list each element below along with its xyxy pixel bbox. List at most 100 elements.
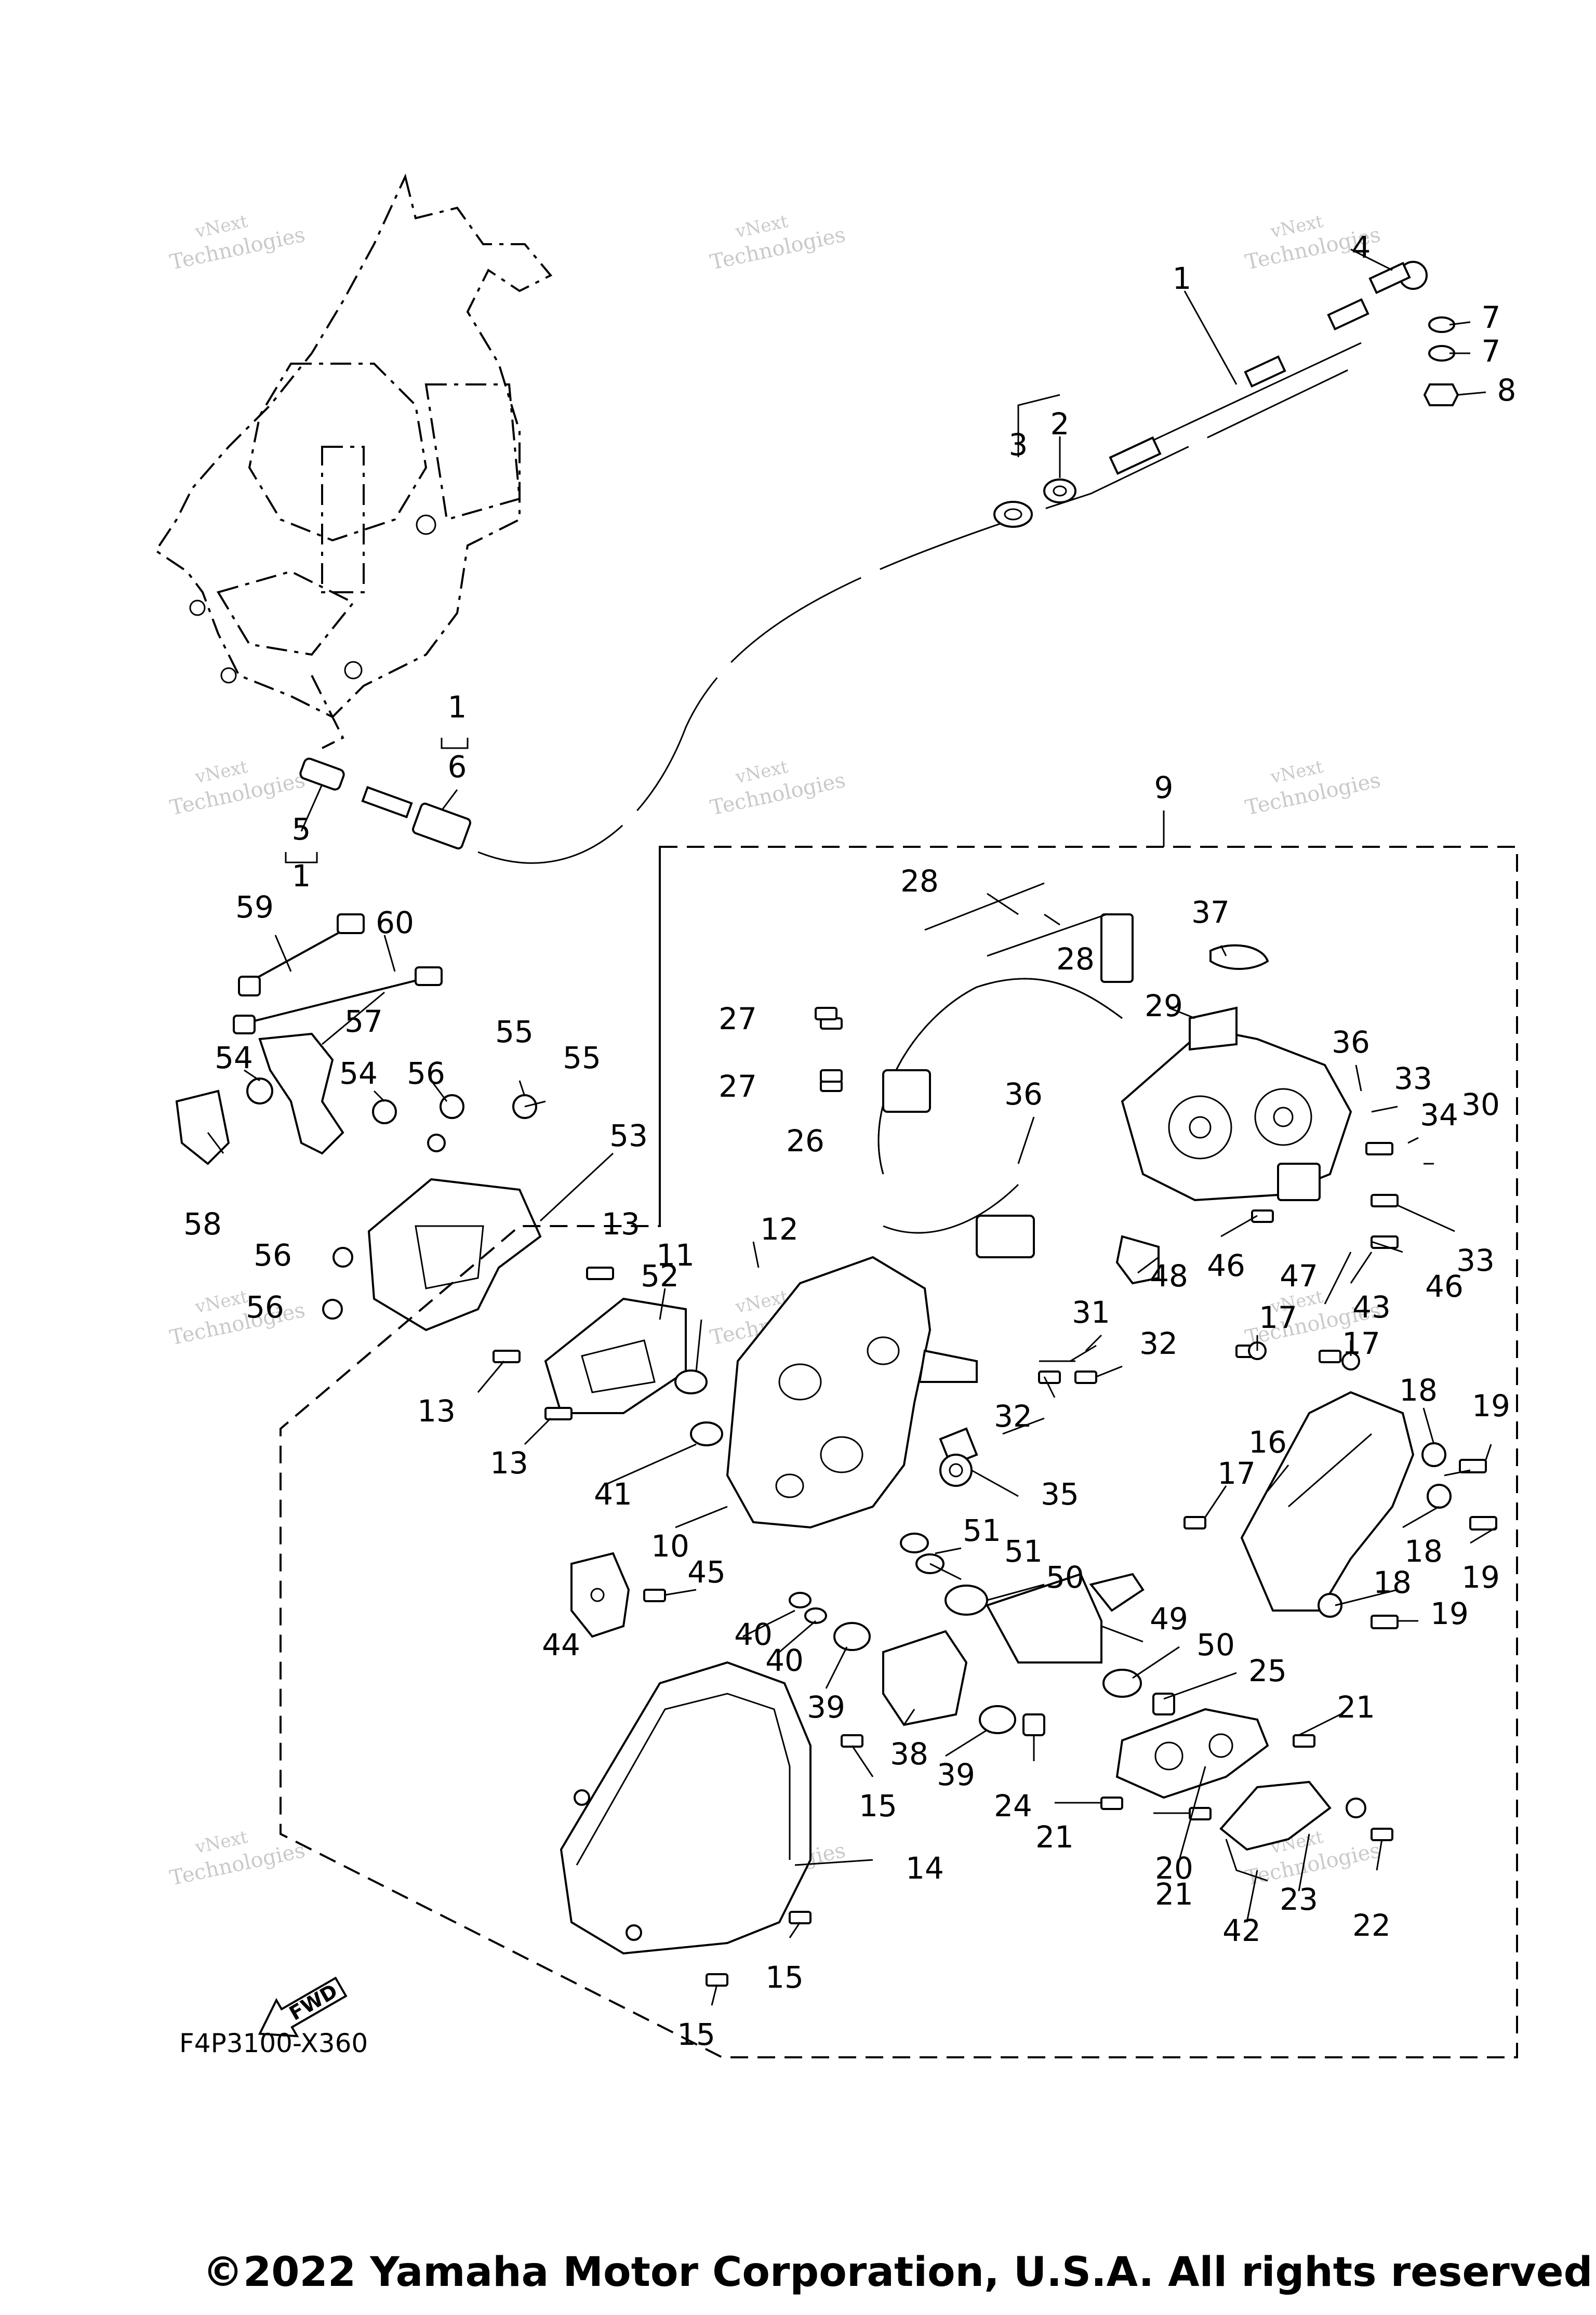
remote-control-cable xyxy=(299,261,1459,864)
callout-57: 57 xyxy=(344,1004,383,1039)
callout-33b: 33 xyxy=(1456,1243,1495,1278)
callout-56c: 56 xyxy=(246,1289,284,1325)
callout-49: 49 xyxy=(1150,1601,1188,1637)
callout-46b: 46 xyxy=(1425,1269,1464,1304)
callout-14: 14 xyxy=(906,1851,944,1886)
callout-13a: 13 xyxy=(602,1206,640,1242)
callout-21c: 21 xyxy=(1155,1877,1193,1912)
copyright-notice: ©2022 Yamaha Motor Corporation, U.S.A. A… xyxy=(203,2249,1596,2296)
watermark: vNext Technologies xyxy=(168,1827,308,1891)
callout-41: 41 xyxy=(594,1476,632,1512)
callout-42: 42 xyxy=(1222,1913,1261,1948)
callout-8: 8 xyxy=(1497,372,1517,408)
leader-lines xyxy=(207,248,1497,2006)
callout-36b: 36 xyxy=(1332,1025,1370,1060)
shift-actuator xyxy=(1115,1006,1352,1285)
callout-35: 35 xyxy=(1041,1476,1079,1512)
callout-18a: 18 xyxy=(1399,1373,1438,1408)
callout-19b: 19 xyxy=(1461,1560,1500,1595)
callout-58: 58 xyxy=(183,1206,222,1242)
callout-13b: 13 xyxy=(417,1393,456,1429)
callout-25: 25 xyxy=(1248,1653,1287,1688)
callout-16: 16 xyxy=(1248,1425,1287,1460)
callout-38: 38 xyxy=(890,1736,928,1772)
callout-33a: 33 xyxy=(1394,1061,1432,1096)
callout-36a: 36 xyxy=(1004,1076,1043,1112)
callout-13c: 13 xyxy=(490,1445,528,1481)
callout-54b: 54 xyxy=(339,1056,378,1091)
callout-43: 43 xyxy=(1352,1289,1391,1325)
shift-lever-assembly xyxy=(1115,1708,1366,1882)
callout-51a: 51 xyxy=(963,1513,1001,1548)
callout-59: 59 xyxy=(235,889,274,925)
shift-rods xyxy=(175,913,537,1320)
callout-24: 24 xyxy=(994,1788,1032,1824)
callout-28b: 28 xyxy=(1056,941,1095,977)
callout-29: 29 xyxy=(1145,988,1183,1023)
callout-52: 52 xyxy=(641,1258,679,1294)
assembly-outline xyxy=(280,810,1518,2058)
callout-27a: 27 xyxy=(719,1001,757,1036)
figure-code: F4P3100-X360 xyxy=(179,2028,368,2058)
callout-55a: 55 xyxy=(495,1014,534,1049)
watermark: vNext Technologies xyxy=(1243,756,1383,820)
callout-28a: 28 xyxy=(900,863,939,899)
callout-39b: 39 xyxy=(937,1757,975,1792)
callout-56b: 56 xyxy=(254,1238,292,1273)
callout-40b: 40 xyxy=(765,1643,804,1678)
callout-45: 45 xyxy=(687,1554,726,1590)
callout-22: 22 xyxy=(1352,1908,1391,1943)
callout-47: 47 xyxy=(1280,1258,1318,1294)
callout-7a: 7 xyxy=(1482,300,1501,335)
callout-46a: 46 xyxy=(1207,1248,1245,1283)
watermark: vNext Technologies xyxy=(708,756,848,820)
callout-53: 53 xyxy=(609,1118,648,1153)
callout-21a: 21 xyxy=(1337,1689,1375,1725)
gaskets-and-plates xyxy=(367,1178,723,1446)
callout-18c: 18 xyxy=(1373,1565,1412,1600)
watermark: vNext Technologies xyxy=(168,1286,308,1350)
callout-1c: 1 xyxy=(292,858,311,894)
watermark: vNext Technologies xyxy=(168,756,308,820)
callout-30: 30 xyxy=(1461,1087,1500,1122)
callout-32a: 32 xyxy=(1139,1326,1178,1361)
watermark: vNext Technologies xyxy=(168,211,308,275)
bottom-cover xyxy=(560,1661,812,1955)
callout-1b: 1 xyxy=(448,689,467,725)
callout-21b: 21 xyxy=(1035,1819,1074,1855)
callout-15b: 15 xyxy=(765,1960,804,1995)
callout-11: 11 xyxy=(656,1238,695,1273)
callout-26: 26 xyxy=(786,1123,824,1159)
callout-27b: 27 xyxy=(719,1069,757,1104)
callout-56a: 56 xyxy=(407,1056,445,1091)
callout-54a: 54 xyxy=(215,1040,253,1075)
callout-17a: 17 xyxy=(1259,1300,1297,1335)
callout-32b: 32 xyxy=(994,1399,1032,1434)
callout-1a: 1 xyxy=(1173,261,1192,296)
callouts: 1 1 1 2 3 4 5 6 7 7 8 9 10 11 12 13 13 1… xyxy=(183,230,1516,2052)
wire-harness xyxy=(877,882,1269,1258)
callout-4: 4 xyxy=(1352,230,1371,265)
callout-5: 5 xyxy=(292,811,311,847)
callout-48: 48 xyxy=(1150,1258,1188,1294)
plate xyxy=(570,1552,630,1638)
callout-51b: 51 xyxy=(1004,1534,1043,1569)
callout-55b: 55 xyxy=(563,1040,601,1075)
callout-17c: 17 xyxy=(1217,1456,1256,1491)
svg-text:FWD: FWD xyxy=(285,1979,341,2025)
callout-2: 2 xyxy=(1050,406,1070,442)
watermark: vNext Technologies xyxy=(708,211,848,275)
callout-23: 23 xyxy=(1280,1882,1318,1917)
callout-15a: 15 xyxy=(859,1788,897,1824)
callout-20: 20 xyxy=(1155,1851,1193,1886)
engine-bracket-phantom xyxy=(154,174,553,749)
callout-19a: 19 xyxy=(1472,1388,1510,1423)
callout-19c: 19 xyxy=(1430,1596,1469,1631)
callout-37: 37 xyxy=(1191,895,1230,930)
callout-50a: 50 xyxy=(1046,1560,1084,1595)
callout-18b: 18 xyxy=(1404,1534,1443,1569)
callout-39a: 39 xyxy=(807,1689,845,1725)
callout-17b: 17 xyxy=(1342,1326,1380,1361)
callout-15c: 15 xyxy=(677,2017,715,2052)
